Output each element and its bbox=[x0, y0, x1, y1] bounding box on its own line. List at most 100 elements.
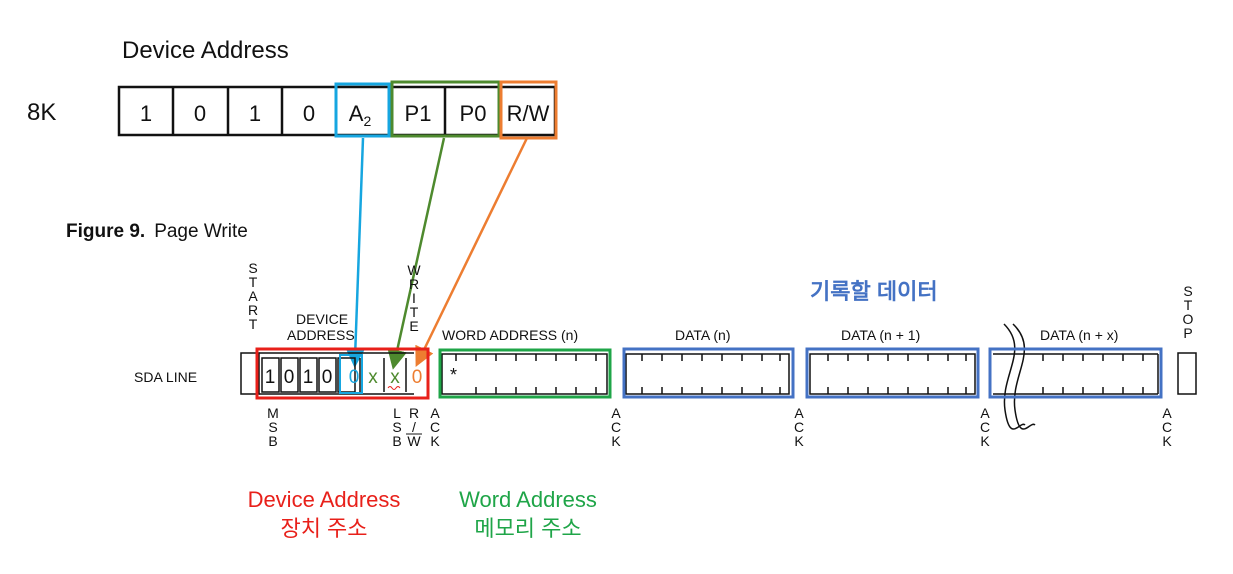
break-marks bbox=[1003, 323, 1036, 430]
squiggle-underline bbox=[387, 386, 401, 390]
figure-label: Figure 9. bbox=[66, 221, 145, 242]
svg-text:T: T bbox=[410, 304, 419, 320]
word-address-star: * bbox=[450, 365, 457, 385]
word-address-byte bbox=[441, 353, 608, 395]
data-n-label: DATA (n) bbox=[675, 327, 731, 343]
svg-text:C: C bbox=[794, 419, 804, 435]
svg-text:T: T bbox=[249, 316, 258, 332]
svg-text:A: A bbox=[794, 405, 804, 421]
svg-text:K: K bbox=[1162, 433, 1172, 449]
svg-text:0: 0 bbox=[284, 367, 295, 388]
svg-text:A: A bbox=[248, 288, 258, 304]
svg-text:S: S bbox=[1183, 283, 1192, 299]
bit-cell-1: 1 bbox=[140, 101, 152, 126]
svg-text:1: 1 bbox=[303, 367, 314, 388]
sda-line-label: SDA LINE bbox=[134, 369, 197, 385]
stop-label: S T O P bbox=[1183, 283, 1194, 341]
svg-text:x: x bbox=[368, 367, 378, 388]
svg-text:C: C bbox=[611, 419, 621, 435]
msb-label: M S B bbox=[267, 405, 279, 449]
svg-text:A: A bbox=[980, 405, 990, 421]
svg-text:M: M bbox=[267, 405, 279, 421]
start-label: S T A R T bbox=[248, 260, 258, 332]
svg-text:W: W bbox=[407, 262, 421, 278]
bit-cell-rw: R/W bbox=[507, 101, 550, 126]
svg-text:K: K bbox=[794, 433, 804, 449]
ack-label-5: A C K bbox=[1162, 405, 1172, 449]
bit-cell-p1: P1 bbox=[405, 101, 432, 126]
a2-bit-highlight-box bbox=[339, 354, 363, 394]
svg-text:P: P bbox=[1183, 325, 1192, 341]
svg-text:K: K bbox=[980, 433, 990, 449]
device-address-byte bbox=[259, 352, 414, 395]
lsb-label: L S B bbox=[392, 405, 401, 449]
bit-cell-p0: P0 bbox=[460, 101, 487, 126]
sda-line bbox=[240, 352, 1197, 395]
device-address-annotation-ko: 장치 주소 bbox=[280, 516, 367, 541]
page-bits-arrow bbox=[387, 137, 446, 370]
svg-text:/: / bbox=[412, 419, 416, 435]
device-label-line2: ADDRESS bbox=[287, 327, 355, 343]
bit-cell-2: 0 bbox=[194, 101, 206, 126]
data-n-plus-x-label: DATA (n + x) bbox=[1040, 327, 1118, 343]
rw-highlight-box bbox=[499, 80, 558, 140]
a2-highlight-box bbox=[334, 82, 391, 138]
svg-text:E: E bbox=[409, 318, 418, 334]
write-label: W R I T E bbox=[407, 262, 421, 334]
row-label-8k: 8K bbox=[27, 99, 56, 126]
page-bits-highlight-box bbox=[390, 80, 501, 138]
bit-a: A bbox=[349, 101, 364, 126]
svg-text:C: C bbox=[980, 419, 990, 435]
ack-label-3: A C K bbox=[794, 405, 804, 449]
data-n-plus-x-highlight-box bbox=[988, 347, 1163, 399]
device-address-highlight-box bbox=[255, 347, 430, 400]
svg-text:1: 1 bbox=[265, 367, 276, 388]
device-address-annotation-en: Device Address bbox=[248, 487, 401, 512]
svg-text:L: L bbox=[393, 405, 401, 421]
svg-text:R: R bbox=[409, 276, 419, 292]
word-address-annotation-ko: 메모리 주소 bbox=[474, 516, 581, 541]
svg-text:x: x bbox=[390, 367, 400, 388]
data-n-highlight-box bbox=[622, 347, 795, 399]
svg-text:I: I bbox=[412, 290, 416, 306]
svg-text:O: O bbox=[1183, 311, 1194, 327]
data-to-write-annotation: 기록할 데이터 bbox=[810, 279, 938, 304]
svg-text:K: K bbox=[611, 433, 621, 449]
word-address-label: WORD ADDRESS (n) bbox=[442, 327, 578, 343]
data-n-plus-1-label: DATA (n + 1) bbox=[841, 327, 920, 343]
ack-label-4: A C K bbox=[980, 405, 990, 449]
svg-text:B: B bbox=[268, 433, 277, 449]
ack-label-2: A C K bbox=[611, 405, 621, 449]
data-byte-n-plus-1 bbox=[809, 353, 976, 395]
svg-text:S: S bbox=[268, 419, 277, 435]
svg-text:A: A bbox=[611, 405, 621, 421]
word-address-ticks bbox=[455, 354, 597, 394]
ack-label-1: A C K bbox=[430, 405, 440, 449]
svg-text:C: C bbox=[1162, 419, 1172, 435]
svg-text:R: R bbox=[409, 405, 419, 421]
device-address-title: Device Address bbox=[122, 37, 289, 64]
device-label-line1: DEVICE bbox=[296, 311, 348, 327]
data-byte-n bbox=[625, 353, 790, 395]
figure-title: Page Write bbox=[154, 221, 248, 242]
bit-cell-3: 1 bbox=[249, 101, 261, 126]
svg-text:A: A bbox=[1162, 405, 1172, 421]
bit-cell-4: 0 bbox=[303, 101, 315, 126]
svg-text:0: 0 bbox=[412, 367, 423, 388]
a2-arrow bbox=[345, 137, 366, 368]
svg-text:K: K bbox=[430, 433, 440, 449]
bit-cell-a2: A2 bbox=[349, 101, 372, 129]
svg-text:T: T bbox=[249, 274, 258, 290]
svg-text:0: 0 bbox=[349, 367, 360, 388]
svg-text:S: S bbox=[392, 419, 401, 435]
data-byte-n-plus-x bbox=[993, 353, 1159, 395]
svg-text:W: W bbox=[407, 433, 421, 449]
svg-text:A: A bbox=[430, 405, 440, 421]
word-address-annotation-en: Word Address bbox=[459, 487, 597, 512]
svg-text:R: R bbox=[248, 302, 258, 318]
rw-label: R / W bbox=[406, 405, 422, 449]
bit-a-subscript: 2 bbox=[363, 113, 371, 129]
figure-caption: Figure 9. Page Write bbox=[66, 221, 248, 242]
svg-text:C: C bbox=[430, 419, 440, 435]
